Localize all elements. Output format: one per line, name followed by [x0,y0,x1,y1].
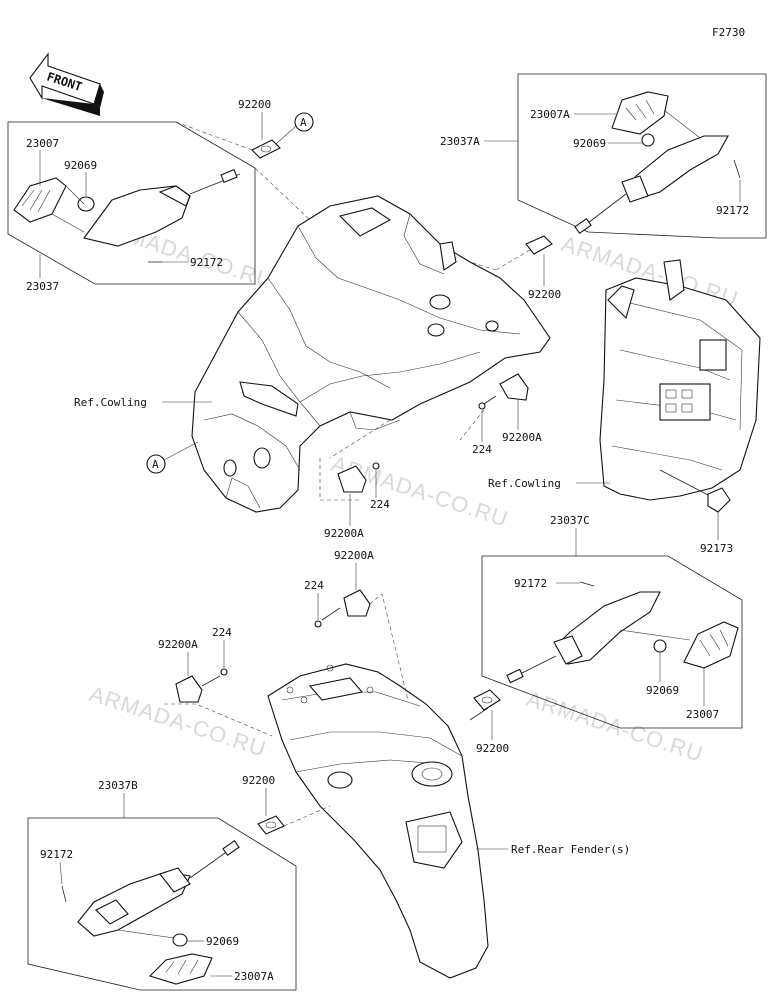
label-23037: 23037 [26,280,59,293]
front-cowling [191,195,551,513]
turn-signal-rear-right [481,555,743,729]
label-ref-rear-fender: Ref.Rear Fender(s) [511,843,630,856]
label-23037B: 23037B [98,779,138,792]
callout-a-top-letter: A [300,116,307,129]
label-92069-top-right: 92069 [573,137,606,150]
label-92200-top-left: 92200 [238,98,271,111]
callout-a-bottom-letter: A [152,458,159,471]
label-92200A-left-fender: 92200A [158,638,198,651]
label-92200-right-fender: 92200 [476,742,509,755]
label-92200-top-right: 92200 [528,288,561,301]
turn-signal-rear-left [27,805,331,991]
label-92172-left: 92172 [190,256,223,269]
label-92069-left: 92069 [64,159,97,172]
label-23007A-bottom-left: 23007A [234,970,274,983]
bracket-92200A-upper-fender [314,589,409,701]
turn-signal-front-right [517,73,767,255]
label-23007-left: 23007 [26,137,59,150]
label-224-left-fender: 224 [212,626,232,639]
label-92200A-upper-right: 92200A [502,431,542,444]
callout-a-top [294,112,314,132]
bracket-92200A-left-fender [164,668,273,737]
diagram-code: F2730 [712,26,745,39]
label-ref-cowling-right: Ref.Cowling [488,477,561,490]
label-23007A-top-right: 23007A [530,108,570,121]
label-92200A-upper-fender: 92200A [334,549,374,562]
label-ref-cowling-left: Ref.Cowling [74,396,147,409]
front-arrow-icon: FRONT [29,52,104,116]
rear-fender [267,663,489,979]
label-92069-bottom-left: 92069 [206,935,239,948]
label-92200-bottom-left: 92200 [242,774,275,787]
label-23037C: 23037C [550,514,590,527]
label-92172-mid-right: 92172 [514,577,547,590]
label-92172-top-right: 92172 [716,204,749,217]
label-224-upper-fender: 224 [304,579,324,592]
label-92173: 92173 [700,542,733,555]
label-92172-bottom-left: 92172 [40,848,73,861]
bracket-92200A-upper-right [459,373,529,441]
label-23037A: 23037A [440,135,480,148]
label-224-mid-left: 224 [370,498,390,511]
turn-signal-front-left [7,121,281,285]
label-23007-mid-right: 23007 [686,708,719,721]
label-92200A-mid-left: 92200A [324,527,364,540]
label-224-upper-right: 224 [472,443,492,456]
label-92069-mid-right: 92069 [646,684,679,697]
bracket-92200A-mid-left [319,458,380,501]
grommet-92200-right-fender [473,689,501,711]
rear-frame [599,259,761,513]
callout-a-bottom [146,454,166,474]
